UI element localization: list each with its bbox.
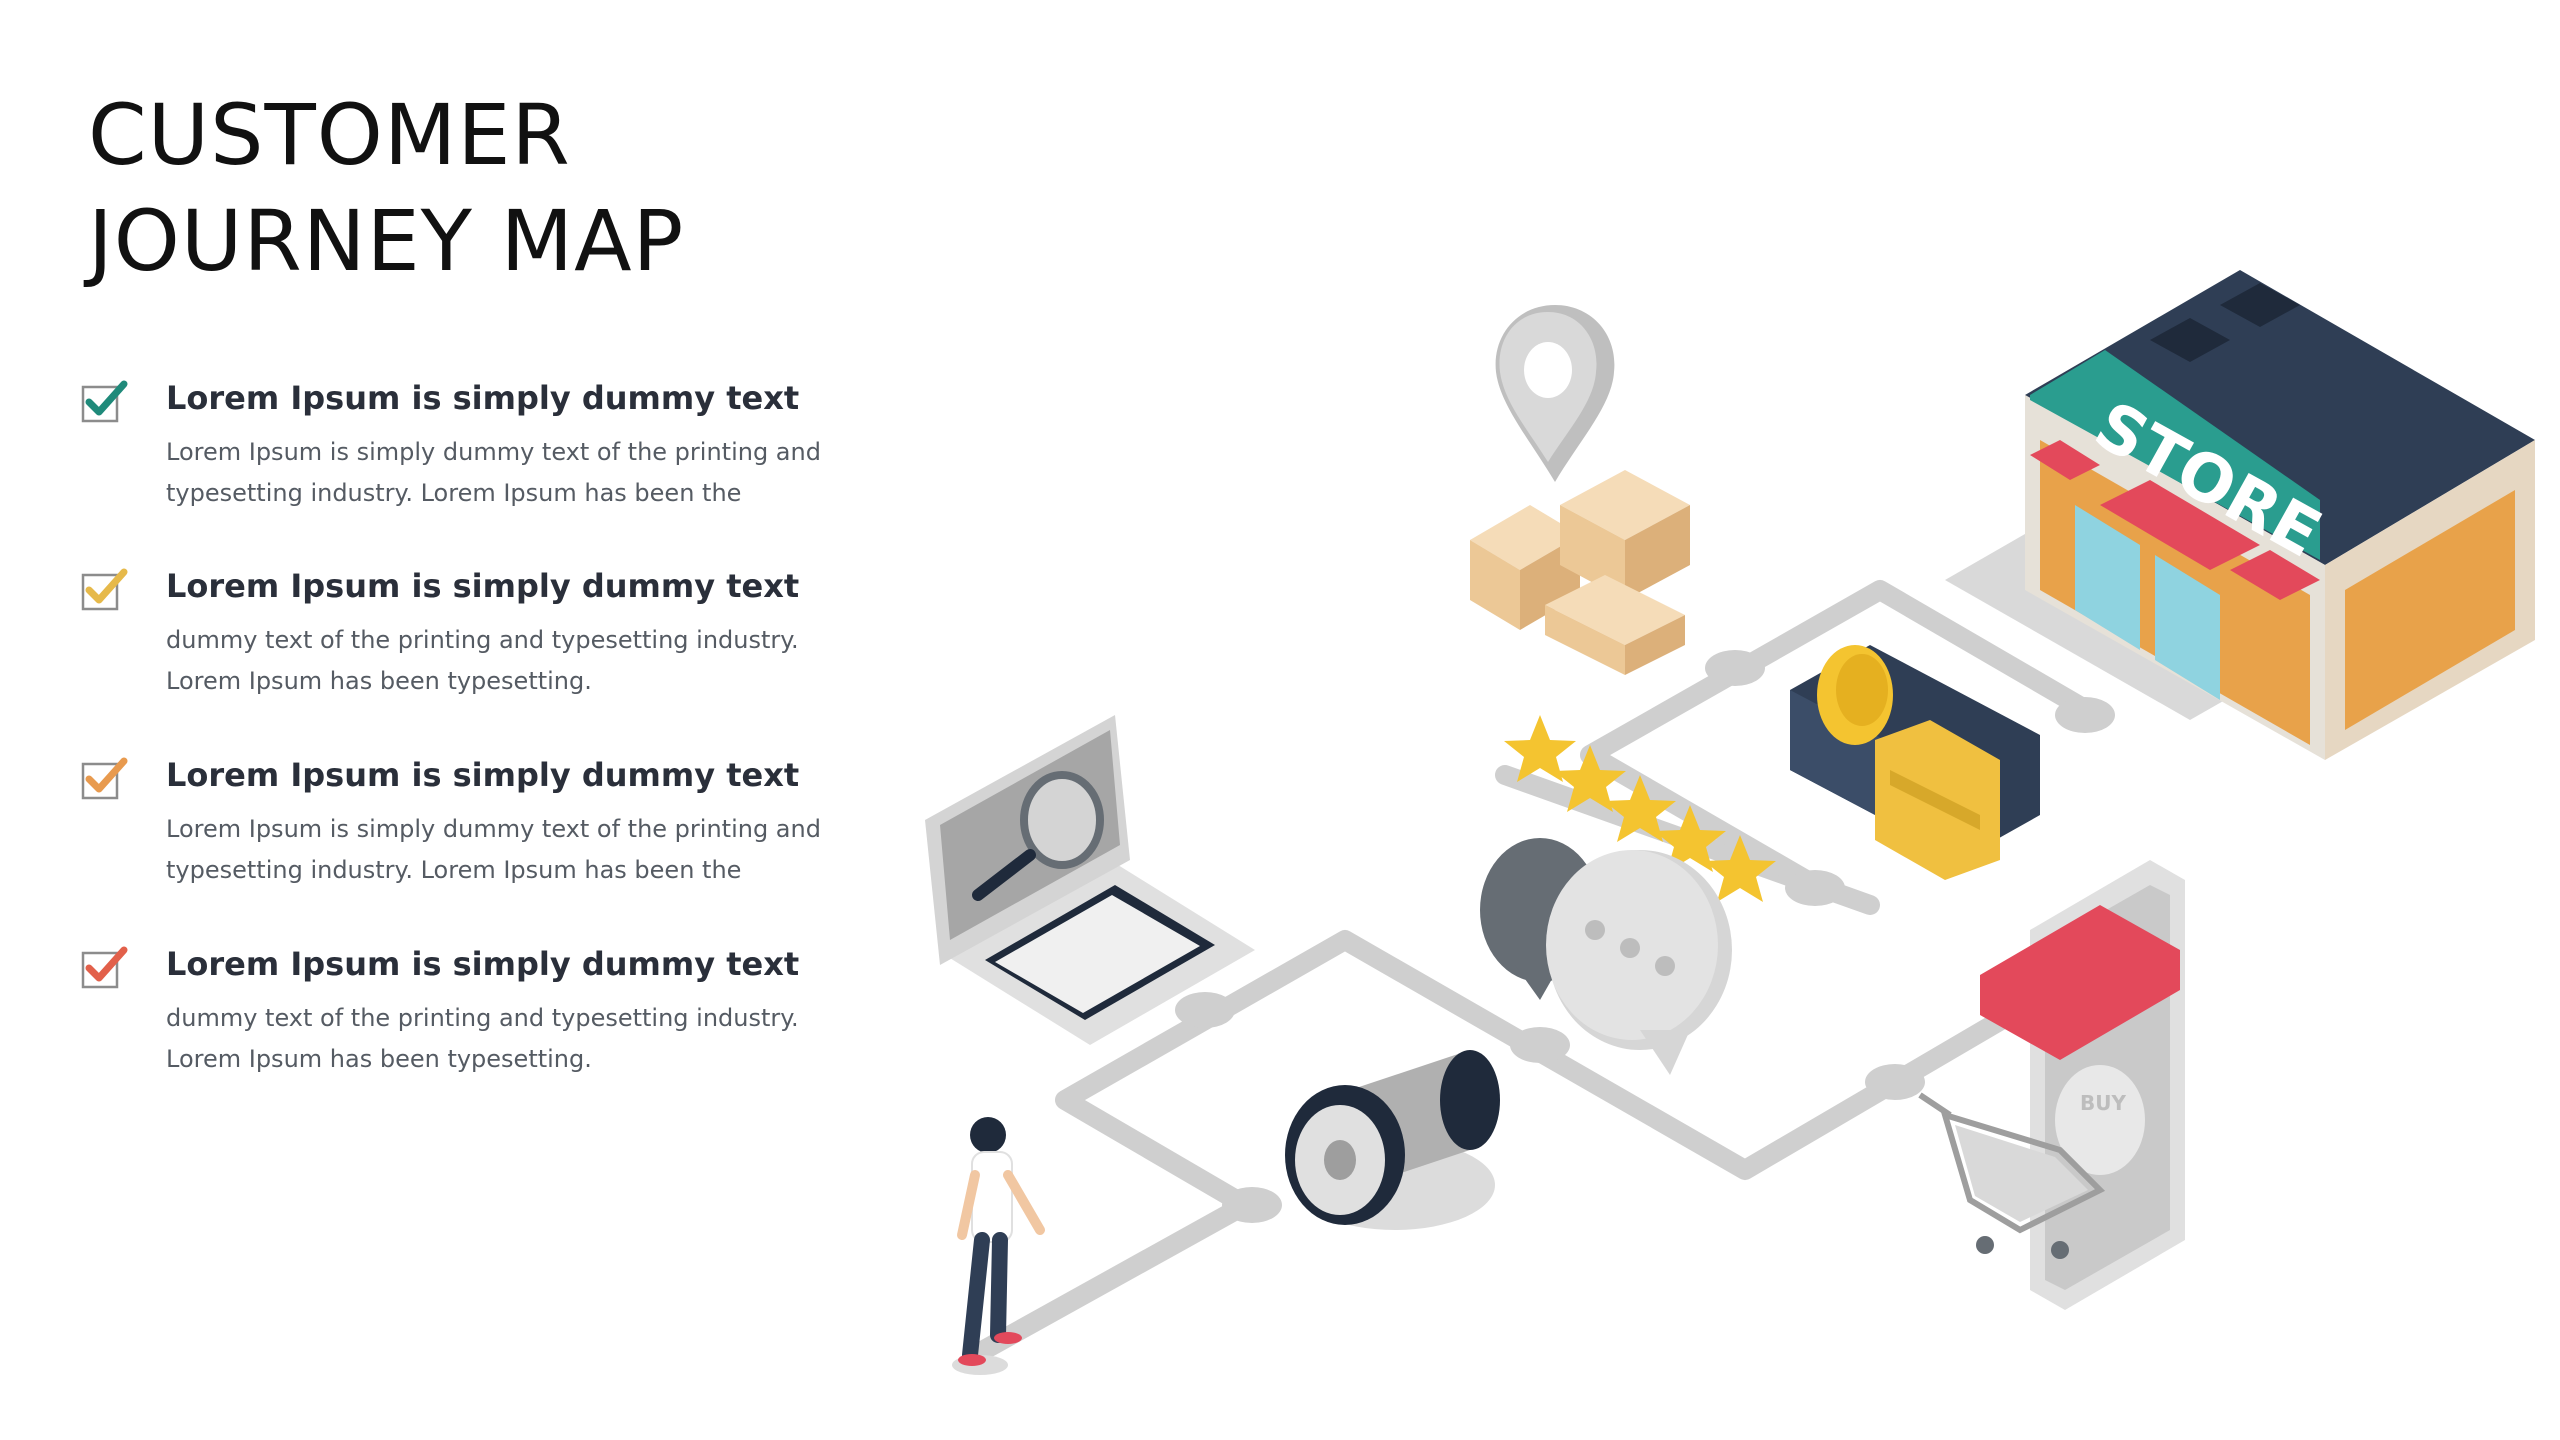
chat-bubbles-icon: [1480, 838, 1732, 1075]
item-title: Lorem Ipsum is simply dummy text: [166, 379, 800, 417]
page-title: CUSTOMER JOURNEY MAP: [88, 82, 684, 294]
item-title: Lorem Ipsum is simply dummy text: [166, 945, 800, 983]
megaphone-icon: [1285, 1050, 1500, 1230]
item-description: dummy text of the printing and typesetti…: [166, 1004, 799, 1073]
smartphone-shop-icon: BUY: [1980, 860, 2185, 1310]
item-description: Lorem Ipsum is simply dummy text of the …: [166, 438, 821, 507]
checkbox-checked-icon: [81, 380, 128, 423]
rating-stars-icon: [1504, 715, 1776, 902]
wallet-icon: [1790, 645, 2040, 880]
journey-path: [965, 580, 2115, 1365]
item-description: dummy text of the printing and typesetti…: [166, 626, 799, 695]
item-description: Lorem Ipsum is simply dummy text of the …: [166, 815, 821, 884]
item-title: Lorem Ipsum is simply dummy text: [166, 567, 800, 605]
checkbox-checked-icon: [81, 757, 128, 800]
shopping-cart-icon: [1918, 1092, 2106, 1259]
package-boxes-icon: [1470, 470, 1690, 675]
laptop-search-icon: [925, 715, 1255, 1045]
checkbox-checked-icon: [81, 946, 128, 989]
buy-label: BUY: [2080, 1091, 2126, 1115]
location-pin-icon: [1495, 305, 1615, 482]
item-title: Lorem Ipsum is simply dummy text: [166, 756, 800, 794]
store-building-icon: STORE: [1945, 270, 2535, 760]
title-line-1: CUSTOMER: [88, 86, 571, 184]
customer-journey-illustration: STORE: [925, 270, 2535, 1375]
title-line-2: JOURNEY MAP: [88, 192, 685, 290]
walking-person-icon: [952, 1117, 1045, 1375]
checkbox-checked-icon: [81, 568, 128, 611]
